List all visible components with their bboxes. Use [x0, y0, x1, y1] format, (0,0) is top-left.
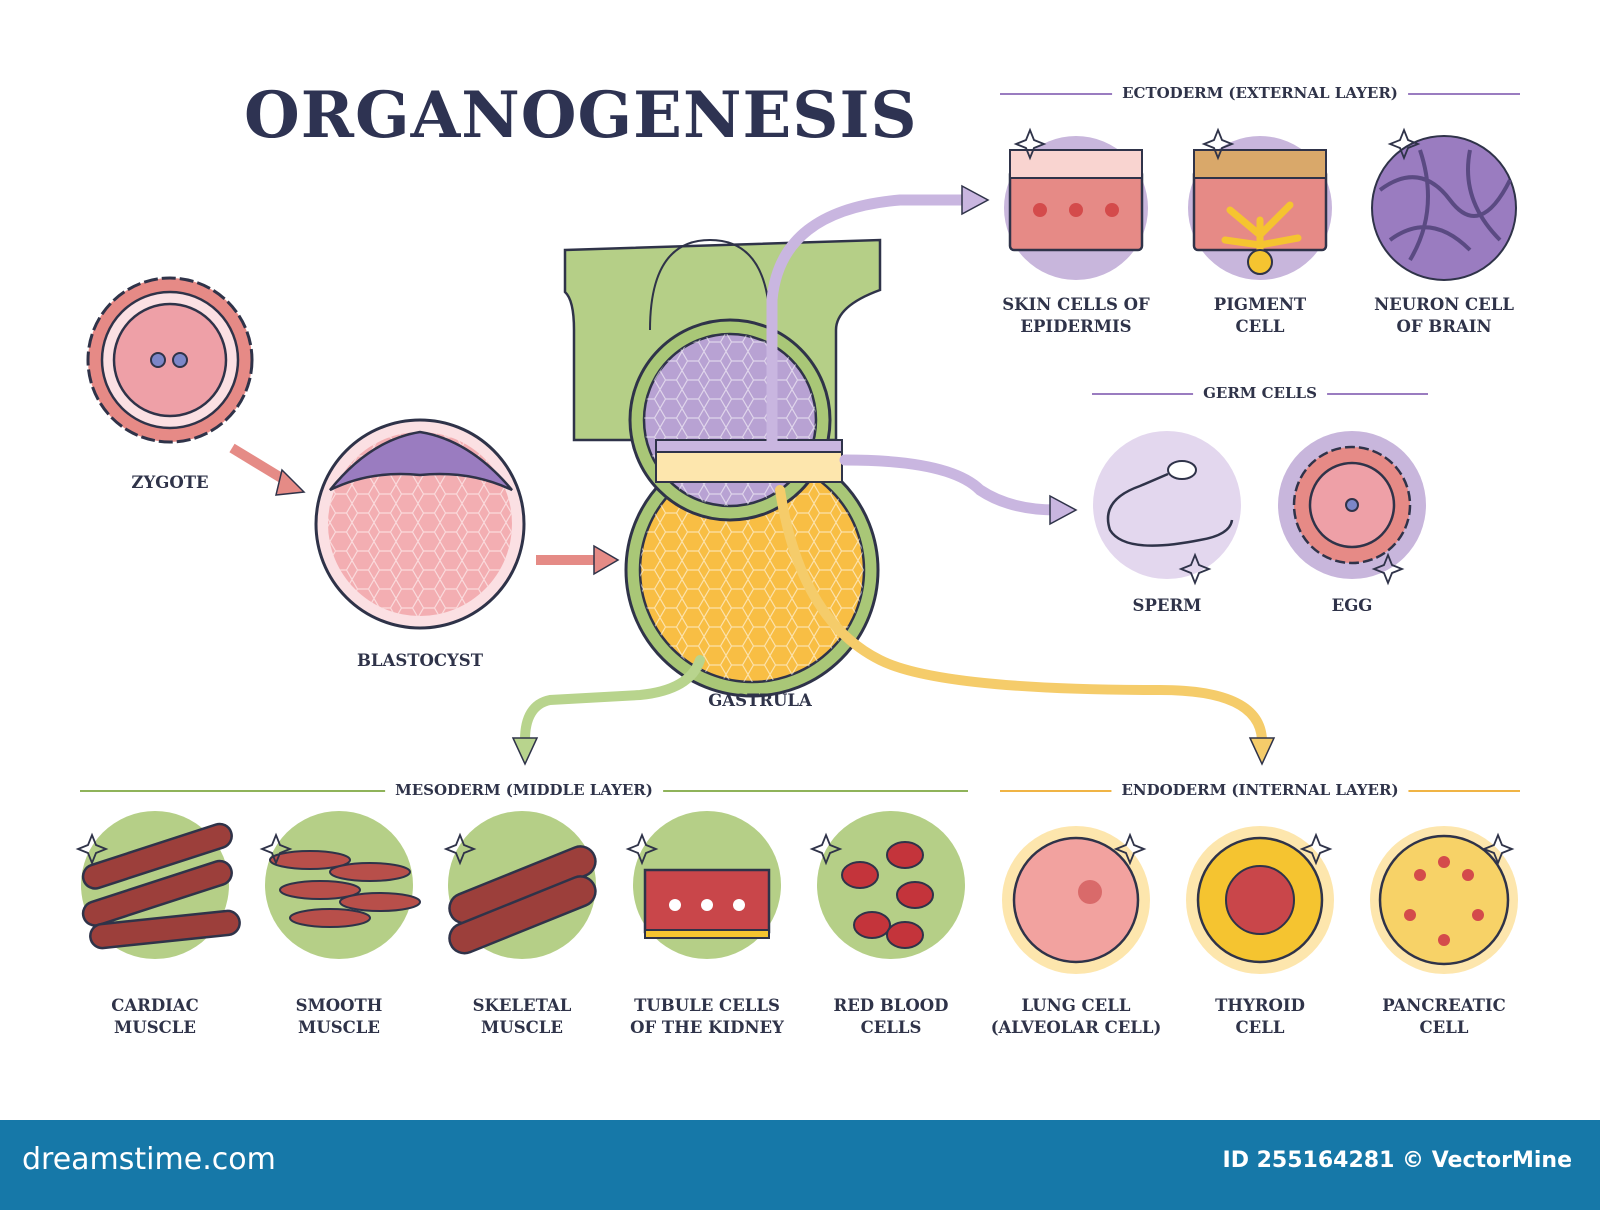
blastocyst-illustration	[314, 418, 526, 630]
stock-id: ID 255164281 © VectorMine	[1222, 1148, 1572, 1173]
footer-bar: dreamstime.com ID 255164281 © VectorMine	[0, 1120, 1600, 1210]
germ-cells-header: GERM CELLS	[1193, 384, 1327, 402]
zygote-illustration	[86, 276, 254, 444]
neuron-cell-illustration	[1371, 135, 1517, 281]
cardiac-muscle-illustration	[81, 811, 241, 959]
blastocyst-label: BLASTOCYST	[356, 651, 484, 670]
cardiac-muscle-label: CARDIAC MUSCLE	[111, 996, 199, 1037]
arrow-to-endoderm	[775, 485, 1267, 745]
ectoderm-header: ECTODERM (EXTERNAL LAYER)	[1112, 84, 1408, 102]
pancreatic-cell-illustration	[1370, 826, 1518, 974]
brand-logo[interactable]: dreamstime.com	[22, 1142, 276, 1177]
lung-cell-label: LUNG CELL (ALVEOLAR CELL)	[990, 996, 1162, 1037]
sparkle-icons	[75, 127, 1515, 866]
red-blood-cells-label: RED BLOOD CELLS	[833, 996, 949, 1037]
red-blood-cells-illustration	[817, 811, 965, 959]
thyroid-cell-illustration	[1186, 826, 1334, 974]
smooth-muscle-label: SMOOTH MUSCLE	[295, 996, 383, 1037]
arrow-to-mesoderm	[520, 655, 705, 745]
lung-cell-illustration	[1002, 826, 1150, 974]
egg-label: EGG	[1331, 596, 1373, 615]
pancreatic-cell-label: PANCREATIC CELL	[1382, 996, 1506, 1037]
sperm-illustration	[1093, 431, 1241, 579]
pigment-cell-label: PIGMENT CELL	[1213, 295, 1307, 336]
mesoderm-header: MESODERM (MIDDLE LAYER)	[385, 781, 663, 799]
thyroid-cell-label: THYROID CELL	[1215, 996, 1305, 1037]
skeletal-muscle-label: SKELETAL MUSCLE	[472, 996, 572, 1037]
skin-cells-label: SKIN CELLS OF EPIDERMIS	[1002, 295, 1150, 336]
arrow-zygote-to-blastocyst	[229, 443, 291, 487]
gastrula-label: GASTRULA	[708, 691, 812, 710]
egg-illustration	[1278, 431, 1426, 579]
smooth-muscle-illustration	[265, 811, 421, 959]
zygote-label: ZYGOTE	[131, 473, 209, 492]
arrow-to-ectoderm	[766, 194, 974, 451]
page-title: ORGANOGENESIS	[244, 78, 918, 153]
kidney-tubule-illustration	[633, 811, 781, 959]
arrow-to-germ-cells	[839, 454, 1062, 516]
kidney-tubule-label: TUBULE CELLS OF THE KIDNEY	[630, 996, 784, 1037]
pigment-cell-illustration	[1188, 136, 1332, 280]
skin-cell-illustration	[1004, 136, 1148, 280]
sperm-label: SPERM	[1132, 596, 1202, 615]
neuron-cell-label: NEURON CELL OF BRAIN	[1374, 295, 1514, 336]
diagram-artwork	[75, 127, 1518, 974]
skeletal-muscle-illustration	[448, 811, 597, 959]
endoderm-header: ENDODERM (INTERNAL LAYER)	[1111, 781, 1409, 799]
